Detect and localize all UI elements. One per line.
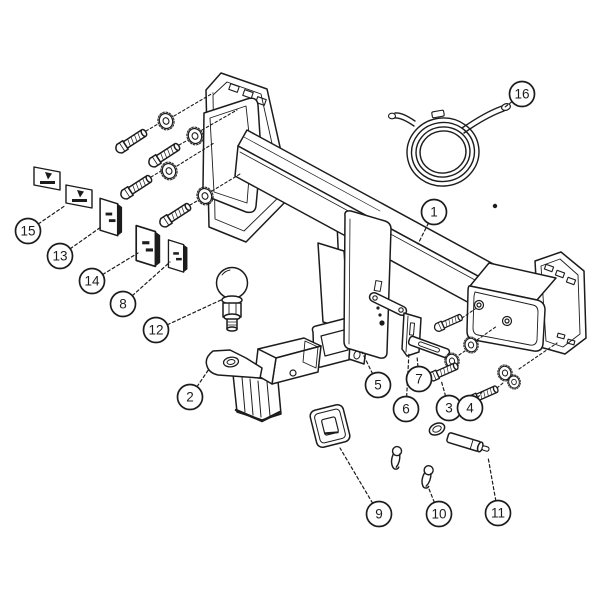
- warning-label: [33, 166, 61, 191]
- callout-14: 14: [78, 252, 139, 295]
- box-holes: [473, 299, 513, 327]
- callout-number: 2: [186, 390, 194, 405]
- callout-8: 8: [109, 261, 171, 318]
- callout-leader-line: [69, 226, 102, 250]
- right-end-box: [466, 262, 557, 352]
- bolt: [157, 200, 194, 230]
- callout-number: 7: [415, 372, 423, 387]
- callout-bubble: [405, 365, 433, 393]
- callout-leader-line: [196, 368, 210, 388]
- callout-13: 13: [46, 226, 102, 270]
- hardware-dashes: [145, 92, 241, 206]
- callout-number: 11: [491, 506, 505, 521]
- washer: [154, 109, 178, 133]
- callout-number: 12: [148, 323, 163, 338]
- center-column-front-plate: [343, 210, 392, 359]
- callout-number: 8: [119, 297, 127, 312]
- callout-bubble: [508, 80, 536, 108]
- callout-bubble: [109, 290, 137, 318]
- callout-number: 16: [514, 87, 529, 102]
- spring-clip: [388, 445, 404, 471]
- callout-bubble: [142, 316, 170, 344]
- callout-leader-line: [102, 252, 139, 276]
- callout-leader-line: [416, 355, 419, 368]
- callout-leader-line: [166, 299, 222, 326]
- spacer-plate: [135, 224, 162, 268]
- callout-15: 15: [14, 204, 67, 245]
- bolt: [432, 312, 465, 334]
- callout-number: 6: [402, 402, 410, 417]
- left-fastener-group: [113, 92, 241, 230]
- ball-mount: [205, 337, 322, 423]
- callout-1: 1: [417, 198, 448, 245]
- callout-7: 7: [405, 355, 433, 393]
- callout-bubble: [420, 198, 448, 226]
- callout-number: 3: [445, 401, 453, 416]
- plate-slots: [543, 263, 577, 346]
- callout-number: 9: [375, 507, 383, 522]
- callout-2: 2: [176, 368, 210, 411]
- callout-bubble: [78, 267, 106, 295]
- callout-3: 3: [435, 379, 463, 422]
- callout-leader-line: [440, 379, 447, 397]
- spring-clip: [418, 463, 435, 490]
- callout-leader-line: [428, 488, 435, 503]
- callout-bubble: [392, 395, 420, 423]
- hardware-dashes: [458, 308, 558, 389]
- callout-12: 12: [142, 299, 222, 344]
- callout-bubble: [456, 394, 484, 422]
- callout-bubble: [365, 500, 393, 528]
- callout-4: 4: [456, 391, 484, 422]
- callout-leader-line: [417, 222, 430, 245]
- callout-number: 5: [374, 378, 382, 393]
- right-fastener-group: [426, 308, 558, 406]
- callout-bubble: [364, 371, 392, 399]
- reference-dot: [492, 203, 498, 209]
- slotted-bar: [407, 335, 451, 359]
- callout-bubble: [425, 500, 453, 528]
- callout-leader-line: [37, 204, 67, 225]
- receiver-plug: [309, 403, 351, 449]
- warning-label: [65, 184, 93, 209]
- callout-bubble: [46, 242, 74, 270]
- spacer-plate: [167, 239, 189, 273]
- callout-number: 10: [431, 507, 446, 522]
- center-receiver-column: [311, 210, 392, 368]
- bolt: [113, 126, 150, 156]
- callout-leader-line: [504, 100, 513, 108]
- tow-ball: [215, 266, 249, 332]
- washer: [183, 124, 207, 148]
- callout-bubble: [14, 217, 42, 245]
- spacer-plate: [99, 197, 123, 237]
- callout-number: 15: [20, 224, 35, 239]
- callout-10: 10: [425, 488, 453, 528]
- callout-16: 16: [504, 80, 536, 108]
- callout-5: 5: [361, 351, 392, 399]
- breakaway-cable-coil: [387, 103, 511, 187]
- callout-number: 14: [84, 274, 100, 289]
- hitch-pin: [428, 422, 490, 453]
- callout-leader-line: [361, 351, 374, 375]
- callout-9: 9: [339, 447, 393, 528]
- strap-bar: [368, 291, 408, 317]
- callout-11: 11: [484, 456, 512, 527]
- callout-leader-line: [339, 447, 374, 504]
- callout-leader-line: [131, 261, 171, 297]
- bolt: [118, 172, 155, 202]
- callout-leader-line: [476, 391, 483, 399]
- callout-number: 13: [52, 249, 67, 264]
- callout-bubble: [484, 499, 512, 527]
- callout-number: 1: [430, 205, 438, 220]
- callout-leader-line: [487, 456, 497, 502]
- callout-number: 4: [466, 401, 474, 416]
- callout-bubble: [176, 383, 204, 411]
- l-bracket: [401, 312, 422, 357]
